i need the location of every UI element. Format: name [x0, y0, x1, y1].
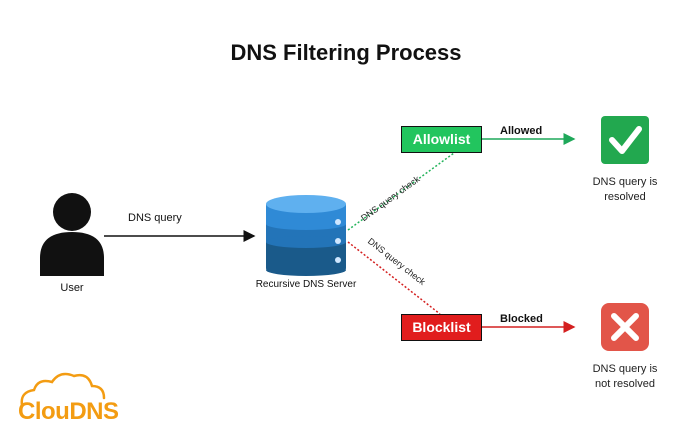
logo-cloud-icon [20, 372, 106, 407]
blocklist-box: Blocklist [401, 314, 482, 341]
query-label: DNS query [128, 212, 182, 224]
resolved-result: DNS query is resolved [575, 175, 675, 205]
user-label: User [60, 282, 84, 294]
server-label: Recursive DNS Server [255, 279, 357, 290]
not-resolved-result-line1: DNS query is [592, 363, 658, 375]
resolved-result-line1: DNS query is [592, 176, 658, 188]
check-icon [601, 116, 649, 164]
not-resolved-result-line2: not resolved [595, 378, 655, 390]
blocked-label: Blocked [500, 313, 543, 325]
allowed-label: Allowed [500, 125, 543, 137]
server-icon [266, 195, 346, 276]
page-title: DNS Filtering Process [230, 40, 462, 65]
logo: ClouDNS [18, 398, 119, 425]
cross-icon [601, 303, 649, 351]
resolved-result-line2: resolved [604, 191, 646, 203]
not-resolved-result: DNS query is not resolved [575, 362, 675, 392]
check-line-allow [347, 152, 455, 231]
allowlist-box: Allowlist [401, 126, 482, 153]
check-line-block [347, 241, 441, 315]
user-icon [40, 193, 104, 276]
